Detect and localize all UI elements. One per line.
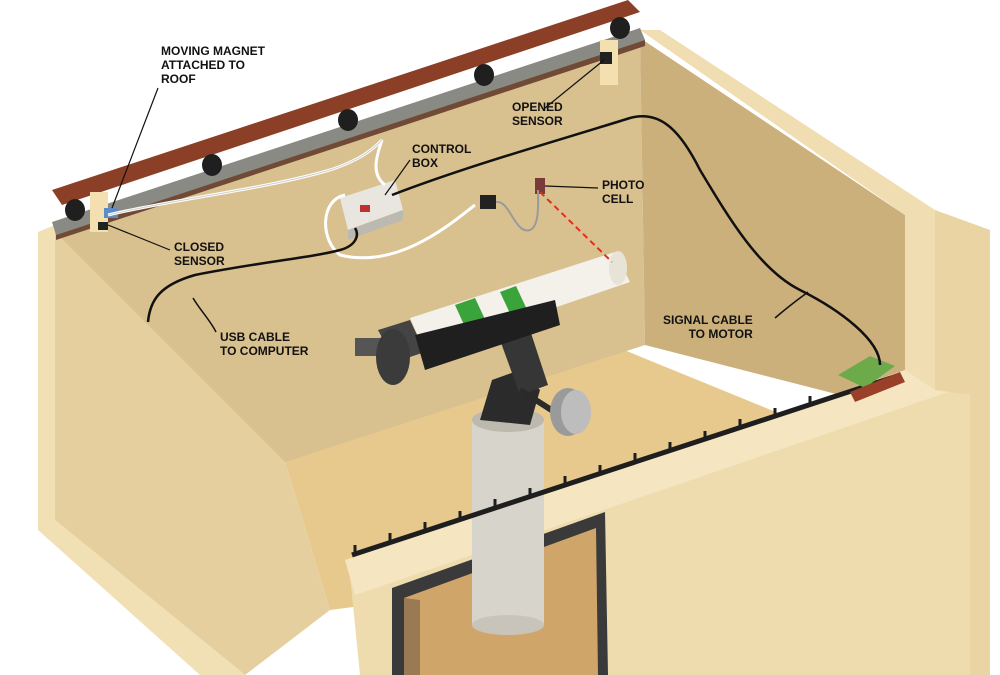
control-pointer <box>384 159 411 196</box>
usb-cable-lead <box>192 297 217 333</box>
door-inner-shadow <box>404 598 420 675</box>
usb-cable <box>146 227 359 323</box>
usb-cable-line-2: TO COMPUTER <box>220 344 309 358</box>
closed-sensor-line-2: SENSOR <box>174 254 225 268</box>
signal-cable-lead <box>774 291 809 319</box>
pier <box>472 420 544 625</box>
closed-sensor-label: CLOSED SENSOR <box>174 240 225 268</box>
control-box-line-2: BOX <box>412 156 439 170</box>
signal-cable <box>391 115 882 366</box>
photo-cell-icon <box>535 178 545 194</box>
telescope-icon <box>355 251 630 385</box>
moving-magnet-line-1: MOVING MAGNET <box>161 44 265 58</box>
right-inner-wall <box>640 38 905 395</box>
signal-cable-line-1: SIGNAL CABLE <box>663 313 753 327</box>
roof-beam-top <box>52 0 640 205</box>
closed-sensor-icon <box>98 222 108 230</box>
signal-cable-line-2: TO MOTOR <box>688 327 753 341</box>
back-wall-left <box>55 38 645 470</box>
magnet-pointer <box>111 87 159 209</box>
counterweight-icon <box>550 388 591 436</box>
opened-sensor-line-2: SENSOR <box>512 114 563 128</box>
rack-teeth <box>353 396 812 554</box>
usb-cable-line-1: USB CABLE <box>220 330 291 344</box>
moving-magnet-line-2: ATTACHED TO <box>161 58 245 72</box>
right-wall-outer <box>640 30 935 390</box>
opened-sensor-label: OPENED SENSOR <box>512 100 563 128</box>
signal-connector-icon <box>480 195 496 209</box>
closed-pointer <box>107 224 171 251</box>
connector-cable <box>495 189 540 232</box>
right-wall-side <box>935 210 990 675</box>
photo-cell-label: PHOTO CELL <box>602 178 644 206</box>
opened-sensor-line-1: OPENED <box>512 100 563 114</box>
left-wall-outer <box>38 225 245 675</box>
roof-rail-underside <box>56 40 645 240</box>
photo-cell-line-1: PHOTO <box>602 178 645 192</box>
left-inner-wall <box>55 232 330 675</box>
usb-cable-label: USB CABLE TO COMPUTER <box>220 330 308 358</box>
mount-head <box>500 330 548 395</box>
closed-sensor-line-1: CLOSED <box>174 240 225 254</box>
pier-base <box>472 615 544 635</box>
opened-pointer <box>544 59 605 109</box>
laser-beam <box>539 191 613 263</box>
roof-wheel-icon <box>65 17 630 221</box>
photo-pointer <box>544 185 599 189</box>
photo-cell-line-2: CELL <box>602 192 634 206</box>
moving-magnet-label: MOVING MAGNET ATTACHED TO ROOF <box>161 44 265 86</box>
control-box-label: CONTROL BOX <box>412 142 471 170</box>
signal-cable-label: SIGNAL CABLE TO MOTOR <box>663 313 753 341</box>
moving-magnet-line-3: ROOF <box>161 72 196 86</box>
control-box-line-1: CONTROL <box>412 142 472 156</box>
white-cable-outline <box>107 139 383 216</box>
roof-rail <box>52 28 645 235</box>
